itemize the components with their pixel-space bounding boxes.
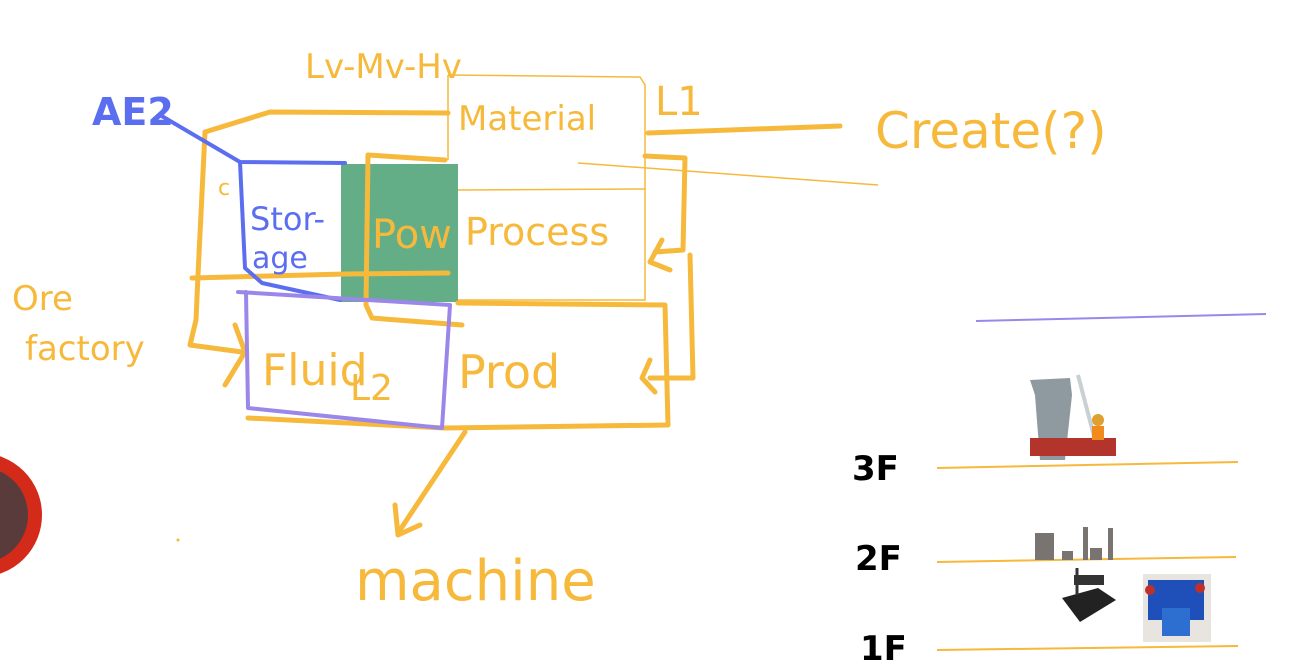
fluid-box xyxy=(236,290,452,430)
material-process-outline xyxy=(447,74,879,301)
ae2-label: AE2 xyxy=(92,90,174,134)
machine-label: machine xyxy=(355,549,596,614)
fluid-label: Fluid xyxy=(262,345,368,396)
floor-3f: 3F xyxy=(852,374,1239,489)
red-circle-sticker xyxy=(0,456,42,574)
floor-label: 1F xyxy=(860,629,907,669)
dot-mark xyxy=(176,538,180,542)
floor-2f: 2F xyxy=(855,527,1237,579)
process-label: Process xyxy=(465,210,609,254)
floor-label: 2F xyxy=(855,539,902,579)
cnc-machine-image xyxy=(1062,568,1116,622)
ore-factory-label-1: Ore xyxy=(12,279,73,319)
factory-outline xyxy=(187,109,843,538)
l2-label: L2 xyxy=(350,368,393,409)
l1-label: L1 xyxy=(655,79,703,125)
power-block xyxy=(341,164,458,302)
c-label: c xyxy=(218,176,230,201)
blue-booth-image xyxy=(1143,574,1211,642)
wind-turbine-worker-image xyxy=(1030,374,1116,460)
power-plant-image xyxy=(1035,527,1113,560)
material-label: Material xyxy=(458,99,596,139)
prod-label: Prod xyxy=(458,345,560,399)
floor-1f: 1F xyxy=(860,568,1239,669)
divider-line xyxy=(975,313,1267,322)
voltage-tiers-label: Lv-Mv-Hv xyxy=(305,47,462,87)
ae2-storage-outline xyxy=(158,113,347,302)
ore-factory-label-2: factory xyxy=(25,329,145,369)
storage-label-1: Stor- xyxy=(250,200,325,238)
create-label: Create(?) xyxy=(875,102,1107,160)
power-label: Pow xyxy=(372,212,452,258)
floor-label: 3F xyxy=(852,449,899,489)
storage-label-2: age xyxy=(252,241,308,276)
